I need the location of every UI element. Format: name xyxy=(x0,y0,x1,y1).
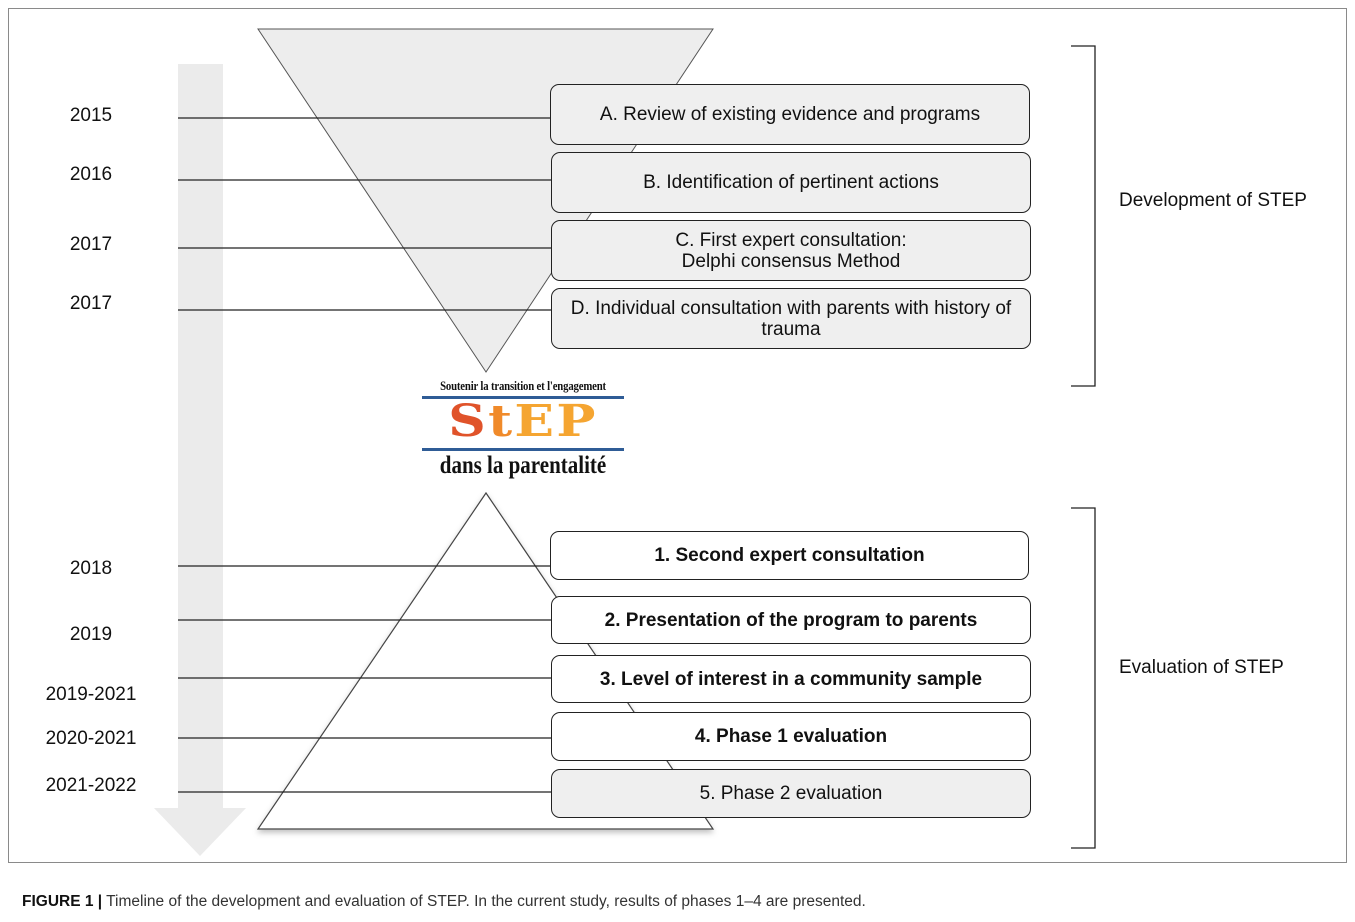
development-step-label: B. Identification of pertinent actions xyxy=(643,172,939,193)
figure-caption: FIGURE 1 | Timeline of the development a… xyxy=(22,893,866,911)
evaluation-step-label: 4. Phase 1 evaluation xyxy=(694,726,888,747)
evaluation-step-box: 4. Phase 1 evaluation xyxy=(551,712,1031,761)
evaluation-step-label: 5. Phase 2 evaluation xyxy=(699,783,883,804)
development-step-label: C. First expert consultation: Delphi con… xyxy=(675,229,907,272)
evaluation-step-label: 1. Second expert consultation xyxy=(654,545,925,566)
year-label: 2019-2021 xyxy=(45,684,137,705)
evaluation-step-label: 3. Level of interest in a community samp… xyxy=(599,668,983,690)
development-step-box: B. Identification of pertinent actions xyxy=(551,152,1031,213)
evaluation-step-box: 2. Presentation of the program to parent… xyxy=(551,596,1031,644)
logo-rule-bottom xyxy=(422,448,624,451)
development-step-box: C. First expert consultation: Delphi con… xyxy=(551,220,1031,281)
evaluation-step-label: 2. Presentation of the program to parent… xyxy=(604,609,978,631)
logo-top-text: Soutenir la transition et l'engagement xyxy=(440,379,606,393)
development-bracket xyxy=(1071,45,1096,387)
evaluation-step-box: 3. Level of interest in a community samp… xyxy=(551,655,1031,703)
logo-bottom-text: dans la parentalité xyxy=(439,452,607,479)
development-step-label: D. Individual consultation with parents … xyxy=(570,297,1012,340)
evaluation-step-box: 1. Second expert consultation xyxy=(550,531,1029,580)
year-label: 2019 xyxy=(69,624,113,645)
development-step-label: A. Review of existing evidence and progr… xyxy=(599,104,981,125)
year-connector-lines xyxy=(178,117,551,793)
development-step-box: A. Review of existing evidence and progr… xyxy=(550,84,1030,145)
year-label: 2016 xyxy=(69,164,113,185)
year-label: 2018 xyxy=(69,558,113,579)
year-label: 2021-2022 xyxy=(45,775,137,796)
timeline-arrow xyxy=(154,64,246,856)
evaluation-step-box: 5. Phase 2 evaluation xyxy=(551,769,1031,818)
caption-figure-label: FIGURE 1 | xyxy=(22,893,103,910)
caption-text: Timeline of the development and evaluati… xyxy=(102,893,866,910)
year-label: 2017 xyxy=(69,234,113,255)
logo-rule-top xyxy=(422,396,624,399)
development-bracket-label: Development of STEP xyxy=(1119,190,1307,211)
year-label: 2015 xyxy=(69,105,113,126)
year-label: 2017 xyxy=(69,293,113,314)
evaluation-bracket xyxy=(1071,507,1096,849)
year-label: 2020-2021 xyxy=(45,728,137,749)
development-step-box: D. Individual consultation with parents … xyxy=(551,288,1031,349)
evaluation-bracket-label: Evaluation of STEP xyxy=(1119,657,1284,678)
figure-frame xyxy=(8,8,1347,863)
step-logo: Soutenir la transition et l'engagement S… xyxy=(418,374,628,490)
logo-wordmark: StEP xyxy=(448,396,598,447)
